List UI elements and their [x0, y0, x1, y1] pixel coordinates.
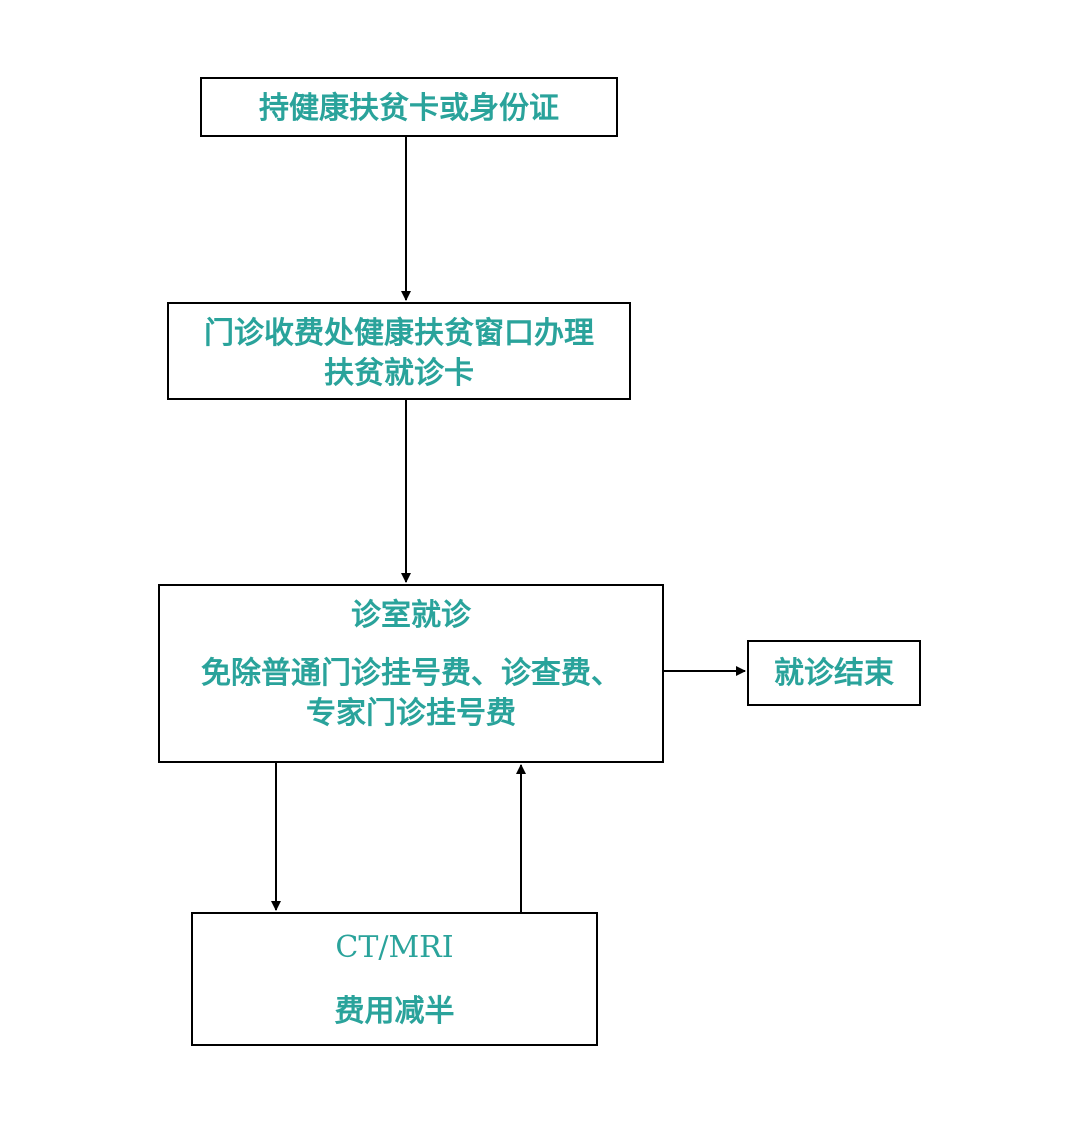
step-consult-title: 诊室就诊: [351, 598, 471, 633]
step-card-office-line2: 扶贫就诊卡: [324, 356, 474, 391]
step-end-box: 就诊结束: [747, 640, 921, 706]
step-start-text: 持健康扶贫卡或身份证: [259, 91, 559, 126]
step-consult-line2: 专家门诊挂号费: [306, 696, 516, 731]
step-imaging-box: CT/MRI 费用减半: [191, 912, 598, 1046]
step-imaging-line1: 费用减半: [334, 994, 455, 1029]
step-consult-box: 诊室就诊 免除普通门诊挂号费、诊查费、 专家门诊挂号费: [158, 584, 664, 763]
step-card-office-box: 门诊收费处健康扶贫窗口办理 扶贫就诊卡: [167, 302, 631, 400]
step-end-text: 就诊结束: [774, 656, 894, 691]
step-start-box: 持健康扶贫卡或身份证: [200, 77, 618, 137]
step-card-office-line1: 门诊收费处健康扶贫窗口办理: [204, 316, 594, 351]
step-consult-line1: 免除普通门诊挂号费、诊查费、: [201, 656, 621, 691]
step-imaging-title: CT/MRI: [335, 930, 454, 965]
